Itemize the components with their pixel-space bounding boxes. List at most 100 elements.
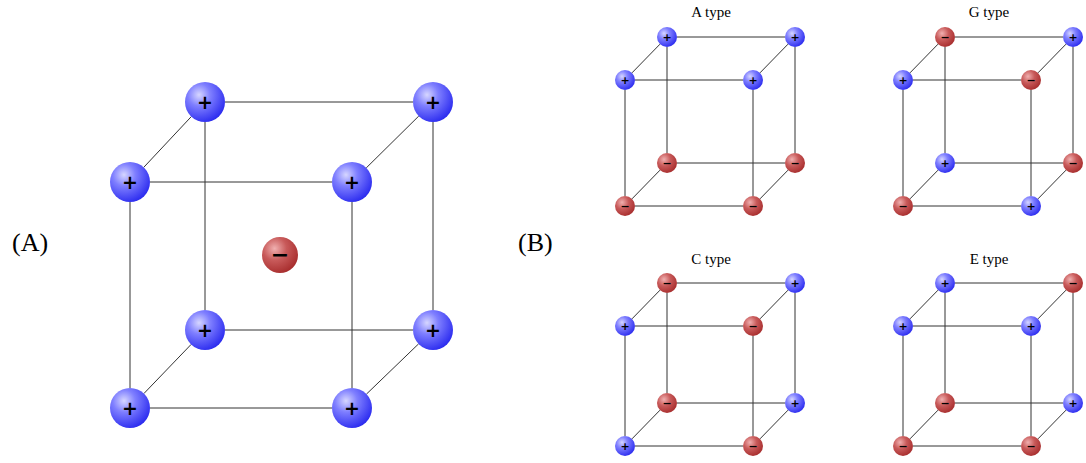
cube-edge: [150, 182, 332, 183]
cube-edge: [1073, 293, 1074, 393]
cube-edge: [910, 170, 938, 199]
cube-edge: [352, 202, 353, 388]
cube-edge: [225, 102, 413, 103]
charge-sign: −: [1068, 158, 1077, 169]
positive-ion: +: [332, 162, 372, 202]
cube-edge: [795, 293, 796, 393]
charge-sign: +: [790, 278, 799, 289]
positive-ion: +: [413, 82, 453, 122]
negative-ion: −: [935, 393, 955, 413]
negative-ion: −: [1063, 153, 1083, 173]
cube-edge: [635, 326, 743, 327]
cube-edge: [913, 206, 1021, 207]
positive-ion: +: [785, 273, 805, 293]
cube-edge: [913, 446, 1021, 447]
charge-sign: +: [1026, 321, 1035, 332]
negative-ion: −: [893, 436, 913, 456]
cube-edge: [635, 80, 743, 81]
positive-ion: +: [1021, 196, 1041, 216]
positive-ion: +: [413, 310, 453, 350]
cube-edge: [760, 410, 788, 439]
positive-ion: +: [935, 153, 955, 173]
charge-sign: +: [620, 75, 629, 86]
cube-edge: [913, 326, 1021, 327]
charge-sign: −: [790, 158, 799, 169]
negative-ion: −: [743, 196, 763, 216]
negative-ion: −: [262, 237, 298, 273]
charge-sign: +: [940, 158, 949, 169]
positive-ion: +: [1021, 316, 1041, 336]
charge-sign: +: [1068, 32, 1077, 43]
cube-edge: [632, 44, 660, 73]
charge-sign: +: [898, 321, 907, 332]
positive-ion: +: [893, 316, 913, 336]
cube-title: E type: [970, 251, 1009, 268]
positive-ion: +: [935, 273, 955, 293]
cube-edge: [150, 408, 332, 409]
negative-ion: −: [1021, 436, 1041, 456]
charge-sign: +: [122, 173, 138, 192]
cube-edge: [205, 122, 206, 310]
positive-ion: +: [1063, 27, 1083, 47]
charge-sign: +: [197, 93, 213, 112]
charge-sign: −: [748, 321, 757, 332]
negative-ion: −: [657, 153, 677, 173]
charge-sign: +: [122, 399, 138, 418]
cube-edge: [632, 290, 660, 319]
charge-sign: −: [662, 158, 671, 169]
charge-sign: −: [662, 278, 671, 289]
charge-sign: −: [1068, 278, 1077, 289]
cube-edge: [144, 117, 192, 168]
cube-edge: [753, 90, 754, 196]
positive-ion: +: [615, 436, 635, 456]
positive-ion: +: [785, 27, 805, 47]
positive-ion: +: [185, 310, 225, 350]
cube-edge: [913, 80, 1021, 81]
cube-edge: [366, 344, 418, 394]
cube-edge: [366, 116, 419, 168]
charge-sign: −: [748, 201, 757, 212]
charge-sign: +: [748, 75, 757, 86]
charge-sign: +: [790, 32, 799, 43]
cube-edge: [955, 37, 1063, 38]
charge-sign: −: [898, 201, 907, 212]
cube-edge: [910, 410, 938, 439]
negative-ion: −: [935, 27, 955, 47]
negative-ion: −: [657, 393, 677, 413]
charge-sign: +: [898, 75, 907, 86]
cube-edge: [910, 290, 938, 319]
cube-edge: [945, 47, 946, 153]
positive-ion: +: [1063, 393, 1083, 413]
cube-edge: [667, 47, 668, 153]
charge-sign: −: [620, 201, 629, 212]
charge-sign: +: [425, 93, 441, 112]
cube-edge: [1031, 336, 1032, 436]
cube-edge: [955, 403, 1063, 404]
charge-sign: +: [197, 321, 213, 340]
charge-sign: −: [748, 441, 757, 452]
charge-sign: +: [1026, 201, 1035, 212]
positive-ion: +: [893, 70, 913, 90]
cube-edge: [667, 293, 668, 393]
charge-sign: +: [1068, 398, 1077, 409]
cube-edge: [760, 290, 788, 319]
positive-ion: +: [615, 316, 635, 336]
cube-edge: [225, 330, 413, 331]
positive-ion: +: [185, 82, 225, 122]
charge-sign: −: [898, 441, 907, 452]
cube-edge: [433, 122, 434, 310]
negative-ion: −: [785, 153, 805, 173]
charge-sign: +: [940, 278, 949, 289]
cube-edge: [1038, 44, 1066, 73]
positive-ion: +: [657, 27, 677, 47]
cube-edge: [760, 170, 788, 199]
cube-title: G type: [969, 4, 1009, 21]
cube-edge: [1073, 47, 1074, 153]
cube-edge: [903, 336, 904, 436]
cube-edge: [677, 283, 785, 284]
positive-ion: +: [785, 393, 805, 413]
charge-sign: −: [1026, 75, 1035, 86]
negative-ion: −: [657, 273, 677, 293]
cube-edge: [1038, 290, 1066, 319]
cube-edge: [677, 163, 785, 164]
